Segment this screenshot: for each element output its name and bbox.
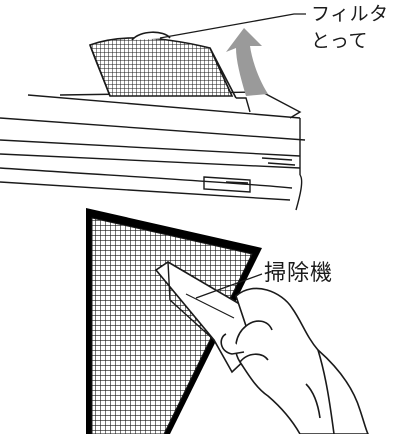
filter-leader-line (159, 13, 306, 39)
vacuum-label: 掃除機 (264, 261, 334, 286)
lift-arrow-icon (226, 28, 268, 96)
filter-panel (86, 208, 262, 434)
filter-label: フィルタ (311, 3, 389, 25)
lifted-filter (88, 31, 251, 113)
hand (220, 287, 369, 434)
vacuum-leader-line (195, 273, 263, 299)
filter-tab-label: とって (311, 30, 368, 52)
aircon-unit (0, 91, 306, 211)
